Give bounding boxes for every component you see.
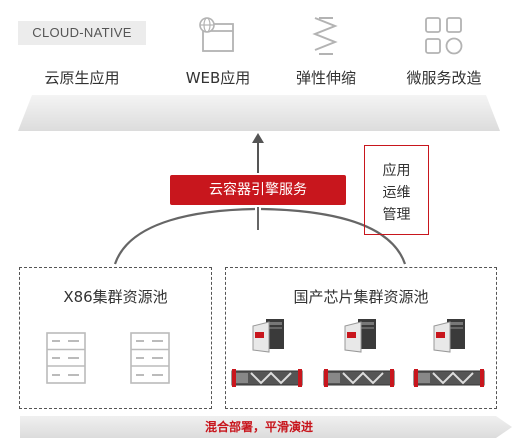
server-rack-icon <box>130 332 170 384</box>
domestic-pool-title: 国产芯片集群资源池 <box>293 288 429 306</box>
chip-box-icon <box>344 319 376 353</box>
rack-server-icon <box>231 369 303 387</box>
management-line-3: 管理 <box>382 207 411 223</box>
platform-bar <box>18 95 500 131</box>
x86-resource-pool: X86集群资源池 <box>19 267 212 409</box>
footer-arrow-band <box>20 416 512 438</box>
rack-server-icon <box>413 369 485 387</box>
chip-box-icon <box>252 319 284 353</box>
x86-pool-title: X86集群资源池 <box>63 288 168 306</box>
app-ops-management-box: 应用 运维 管理 <box>364 145 429 235</box>
web-app-label: WEB应用 <box>185 69 251 87</box>
grid-microservice-icon <box>425 17 463 55</box>
management-line-1: 应用 <box>382 163 411 179</box>
cloud-native-app-label: 云原生应用 <box>44 69 120 87</box>
container-engine-service: 云容器引擎服务 <box>170 175 346 205</box>
microservice-label: 微服务改造 <box>406 69 482 87</box>
cloud-native-tag: CLOUD-NATIVE <box>18 21 146 45</box>
management-line-2: 运维 <box>382 185 411 201</box>
zigzag-elastic-icon <box>312 17 338 55</box>
server-rack-icon <box>46 332 86 384</box>
chip-box-icon <box>433 319 465 353</box>
browser-icon <box>199 17 234 52</box>
elastic-scaling-label: 弹性伸缩 <box>295 69 356 87</box>
footer-caption: 混合部署，平滑演进 <box>204 420 313 434</box>
domestic-chip-resource-pool: 国产芯片集群资源池 <box>225 267 497 409</box>
rack-server-icon <box>323 369 395 387</box>
